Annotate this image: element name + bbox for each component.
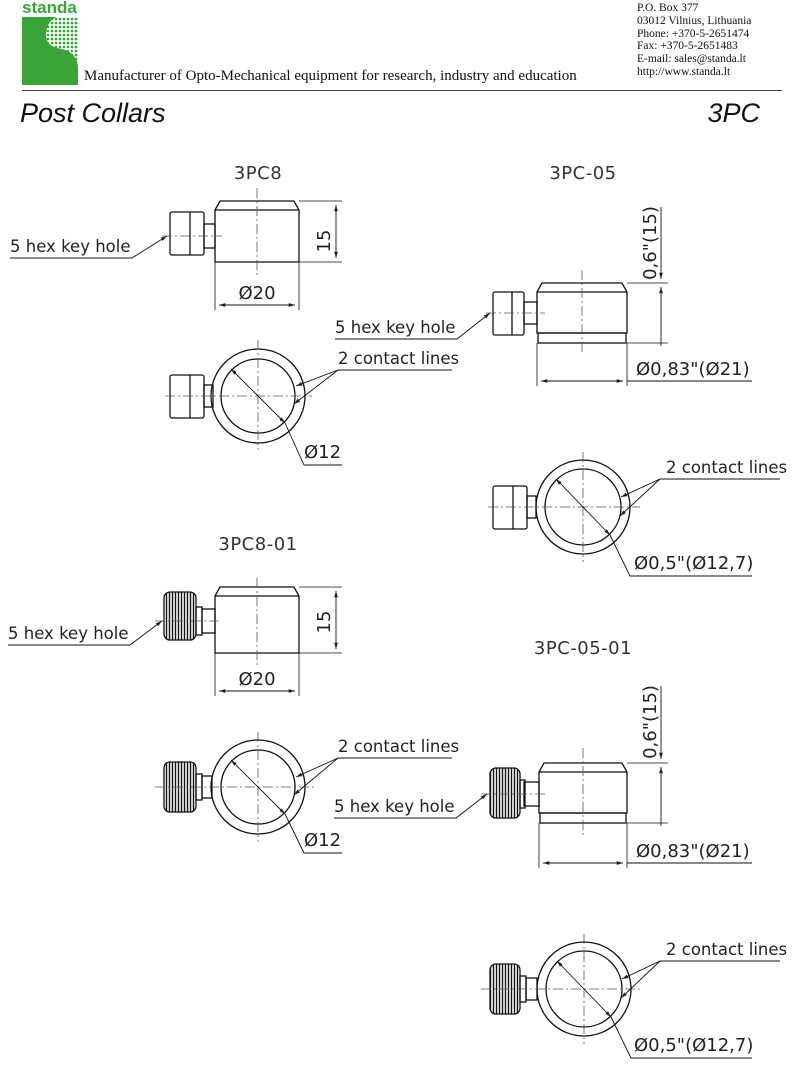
page-title: Post Collars xyxy=(20,98,166,128)
drawing-3pc8: 3PC8 15 Ø20 xyxy=(10,163,459,466)
brand-logo-icon xyxy=(22,17,78,85)
bore-dimension: Ø0,5"(Ø12,7) xyxy=(634,553,753,574)
hex-key-label: 5 hex key hole xyxy=(335,318,456,337)
width-dimension: Ø20 xyxy=(238,283,275,304)
contact-lines-label: 2 contact lines xyxy=(666,458,787,477)
height-dimension: 0,6"(15) xyxy=(640,685,661,759)
collar-side-view xyxy=(169,200,300,263)
height-dimension: 0,6"(15) xyxy=(640,206,661,280)
drawing-3pc-05: 3PC-05 0,6"(15) xyxy=(335,163,787,577)
drawing-title: 3PC-05 xyxy=(549,163,616,184)
drawing-3pc8-01: 3PC8-01 15 Ø20 5 hex key hole xyxy=(8,534,459,854)
collar-side-view xyxy=(489,762,628,824)
contact-line: P.O. Box 377 xyxy=(637,2,699,14)
hex-key-label: 5 hex key hole xyxy=(10,237,131,256)
height-dimension: 15 xyxy=(314,230,335,253)
width-dimension: Ø20 xyxy=(238,669,275,690)
contact-line: 03012 Vilnius, Lithuania xyxy=(637,14,752,27)
drawing-title: 3PC8-01 xyxy=(218,534,297,555)
drawing-title: 3PC8 xyxy=(234,163,282,184)
hex-key-label: 5 hex key hole xyxy=(8,624,129,643)
product-code: 3PC xyxy=(707,98,760,128)
bore-dimension: Ø12 xyxy=(304,830,341,851)
contact-line: Phone: +370-5-2651474 xyxy=(637,27,750,40)
contact-line[interactable]: E-mail: sales@standa.lt xyxy=(637,53,746,66)
bore-dimension: Ø12 xyxy=(304,442,341,463)
contact-line[interactable]: http://www.standa.lt xyxy=(637,65,731,78)
contact-lines-label: 2 contact lines xyxy=(666,940,787,959)
contact-lines-label: 2 contact lines xyxy=(338,737,459,756)
contact-lines-label: 2 contact lines xyxy=(338,349,459,368)
header-divider xyxy=(22,90,782,91)
width-dimension: Ø0,83"(Ø21) xyxy=(636,359,750,380)
hex-key-label: 5 hex key hole xyxy=(334,797,455,816)
drawing-title: 3PC-05-01 xyxy=(534,638,632,659)
drawing-3pc-05-01: 3PC-05-01 0,6"(15) xyxy=(334,638,787,1059)
width-dimension: Ø0,83"(Ø21) xyxy=(636,841,750,862)
company-tagline: Manufacturer of Opto-Mechanical equipmen… xyxy=(84,68,577,84)
contact-block: P.O. Box 377 03012 Vilnius, Lithuania Ph… xyxy=(637,2,751,79)
bore-dimension: Ø0,5"(Ø12,7) xyxy=(634,1035,753,1056)
contact-line: Fax: +370-5-2651483 xyxy=(637,40,738,53)
brand-logo-text: standa xyxy=(22,0,77,17)
height-dimension: 15 xyxy=(314,611,335,634)
collar-side-view xyxy=(163,586,300,654)
